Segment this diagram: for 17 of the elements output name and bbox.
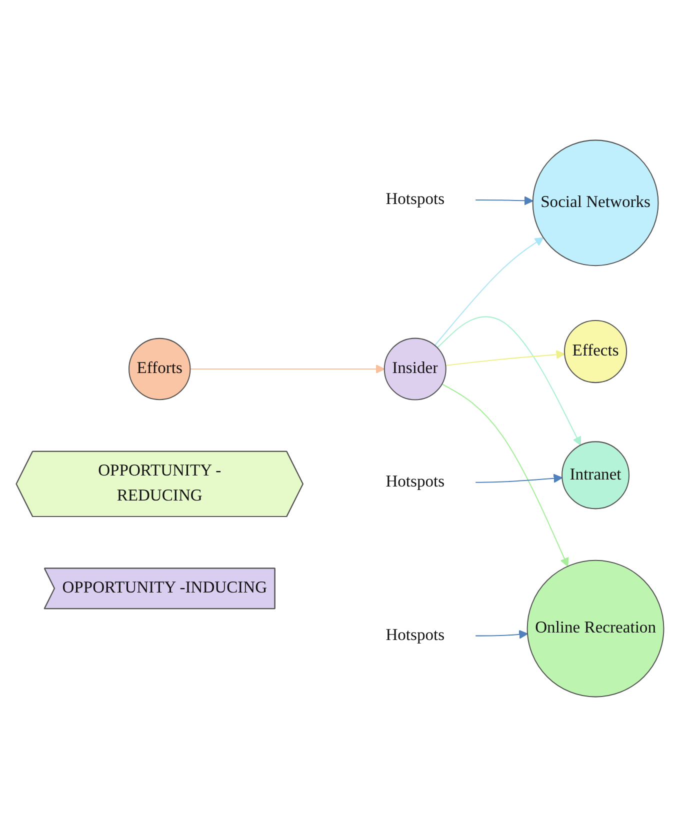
node-circle: Online Recreation <box>526 560 664 698</box>
arrow <box>436 316 582 446</box>
arrow <box>434 237 544 346</box>
node-circle: Effects <box>564 320 628 384</box>
arrow <box>446 350 565 366</box>
arrow <box>476 196 534 206</box>
node-circle: Social Networks <box>532 140 659 266</box>
node-text: Hotspots <box>386 473 445 491</box>
node-text: Hotspots <box>386 626 445 644</box>
node-circle: Intranet <box>562 441 630 510</box>
arrow <box>190 364 385 374</box>
node-circle: Insider <box>384 338 446 400</box>
arrow <box>442 384 569 567</box>
arrow <box>476 630 528 639</box>
node-text: Hotspots <box>386 190 445 208</box>
node-circle: Efforts <box>128 338 191 400</box>
arrow <box>476 474 563 483</box>
